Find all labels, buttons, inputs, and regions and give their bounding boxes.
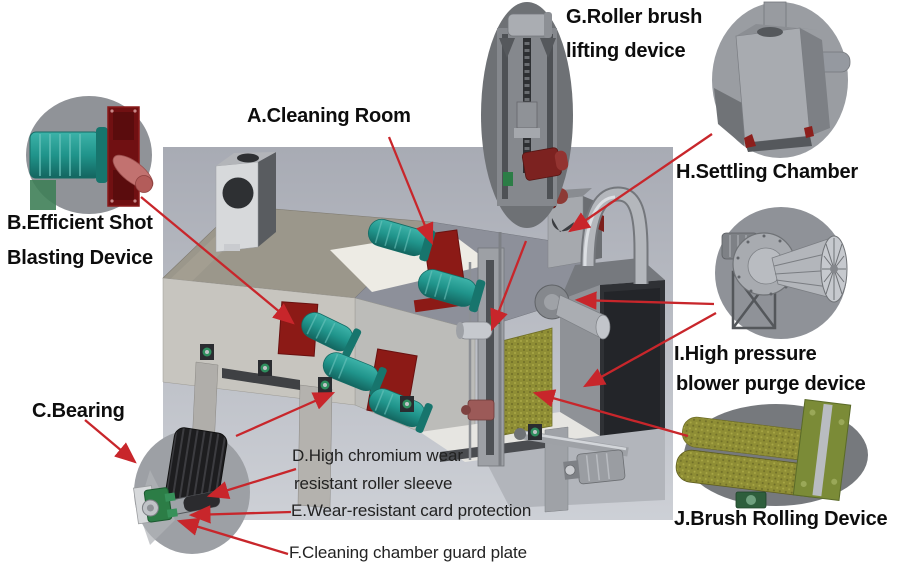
arrow-purge-outlet [582, 311, 717, 388]
conveyor-grating [222, 368, 300, 390]
arrow-guard-plate [176, 517, 289, 556]
callout-brush-rolling [675, 398, 868, 509]
vent-box [215, 152, 276, 253]
arrow-settling-chamber [568, 133, 713, 233]
arrow-blower [574, 291, 715, 310]
brush-motor [735, 491, 767, 509]
arrow-roller-sleeve [206, 467, 297, 499]
label-roller-sleeve-line2: resistant roller sleeve [294, 474, 453, 493]
vent-front-hole [222, 177, 254, 209]
callout-settling-chamber [712, 1, 851, 158]
arrow-shot-blasting [140, 196, 295, 325]
label-shot-blasting-line2: Blasting Device [7, 247, 153, 269]
label-blower-line1: I.High pressure [674, 343, 817, 365]
arrow-lifting-device [490, 240, 528, 332]
label-roller-brush-line1: G.Roller brush [566, 6, 703, 28]
label-blower-line2: blower purge device [676, 373, 866, 395]
arrow-bearing-label [84, 419, 137, 464]
vent-top-hole [237, 153, 259, 163]
callout-bearing [133, 427, 250, 554]
bearing-housing [133, 485, 178, 525]
shot-blaster-bottom [322, 348, 433, 433]
brush-roller-on-machine [497, 327, 553, 437]
label-brush-rolling: J.Brush Rolling Device [674, 508, 888, 530]
label-shot-blasting-line1: B.Efficient Shot [7, 212, 153, 234]
blower-cone [771, 235, 848, 303]
roller-bearing-blocks [200, 344, 542, 440]
outlet-chamber [560, 258, 665, 470]
label-roller-sleeve-line1: D.High chromium wear [292, 446, 463, 465]
label-cleaning-room: A.Cleaning Room [247, 105, 411, 127]
label-card-protection: E.Wear-resistant card protection [291, 501, 532, 520]
label-guard-plate: F.Cleaning chamber guard plate [289, 543, 527, 562]
gearbox-motor [563, 449, 626, 485]
label-settling-chamber: H.Settling Chamber [676, 161, 858, 183]
brush-frame [792, 398, 852, 502]
machine-body [162, 152, 665, 513]
arrow-card-protection [188, 505, 292, 524]
label-bearing: C.Bearing [32, 400, 125, 422]
arrow-bearing-machine [235, 391, 336, 438]
arrow-cleaning-room [387, 136, 434, 246]
label-roller-brush-line2: lifting device [566, 40, 686, 62]
blower-on-machine [534, 284, 611, 340]
callout-shot-blasting-device [26, 96, 154, 214]
arrow-brush-rolling [532, 389, 689, 438]
callout-high-pressure-blower [715, 207, 848, 339]
small-motor [461, 399, 495, 421]
callout-roller-brush-lifting [481, 2, 573, 228]
callout-arrows [84, 133, 717, 556]
shot-blaster-top [367, 218, 486, 313]
